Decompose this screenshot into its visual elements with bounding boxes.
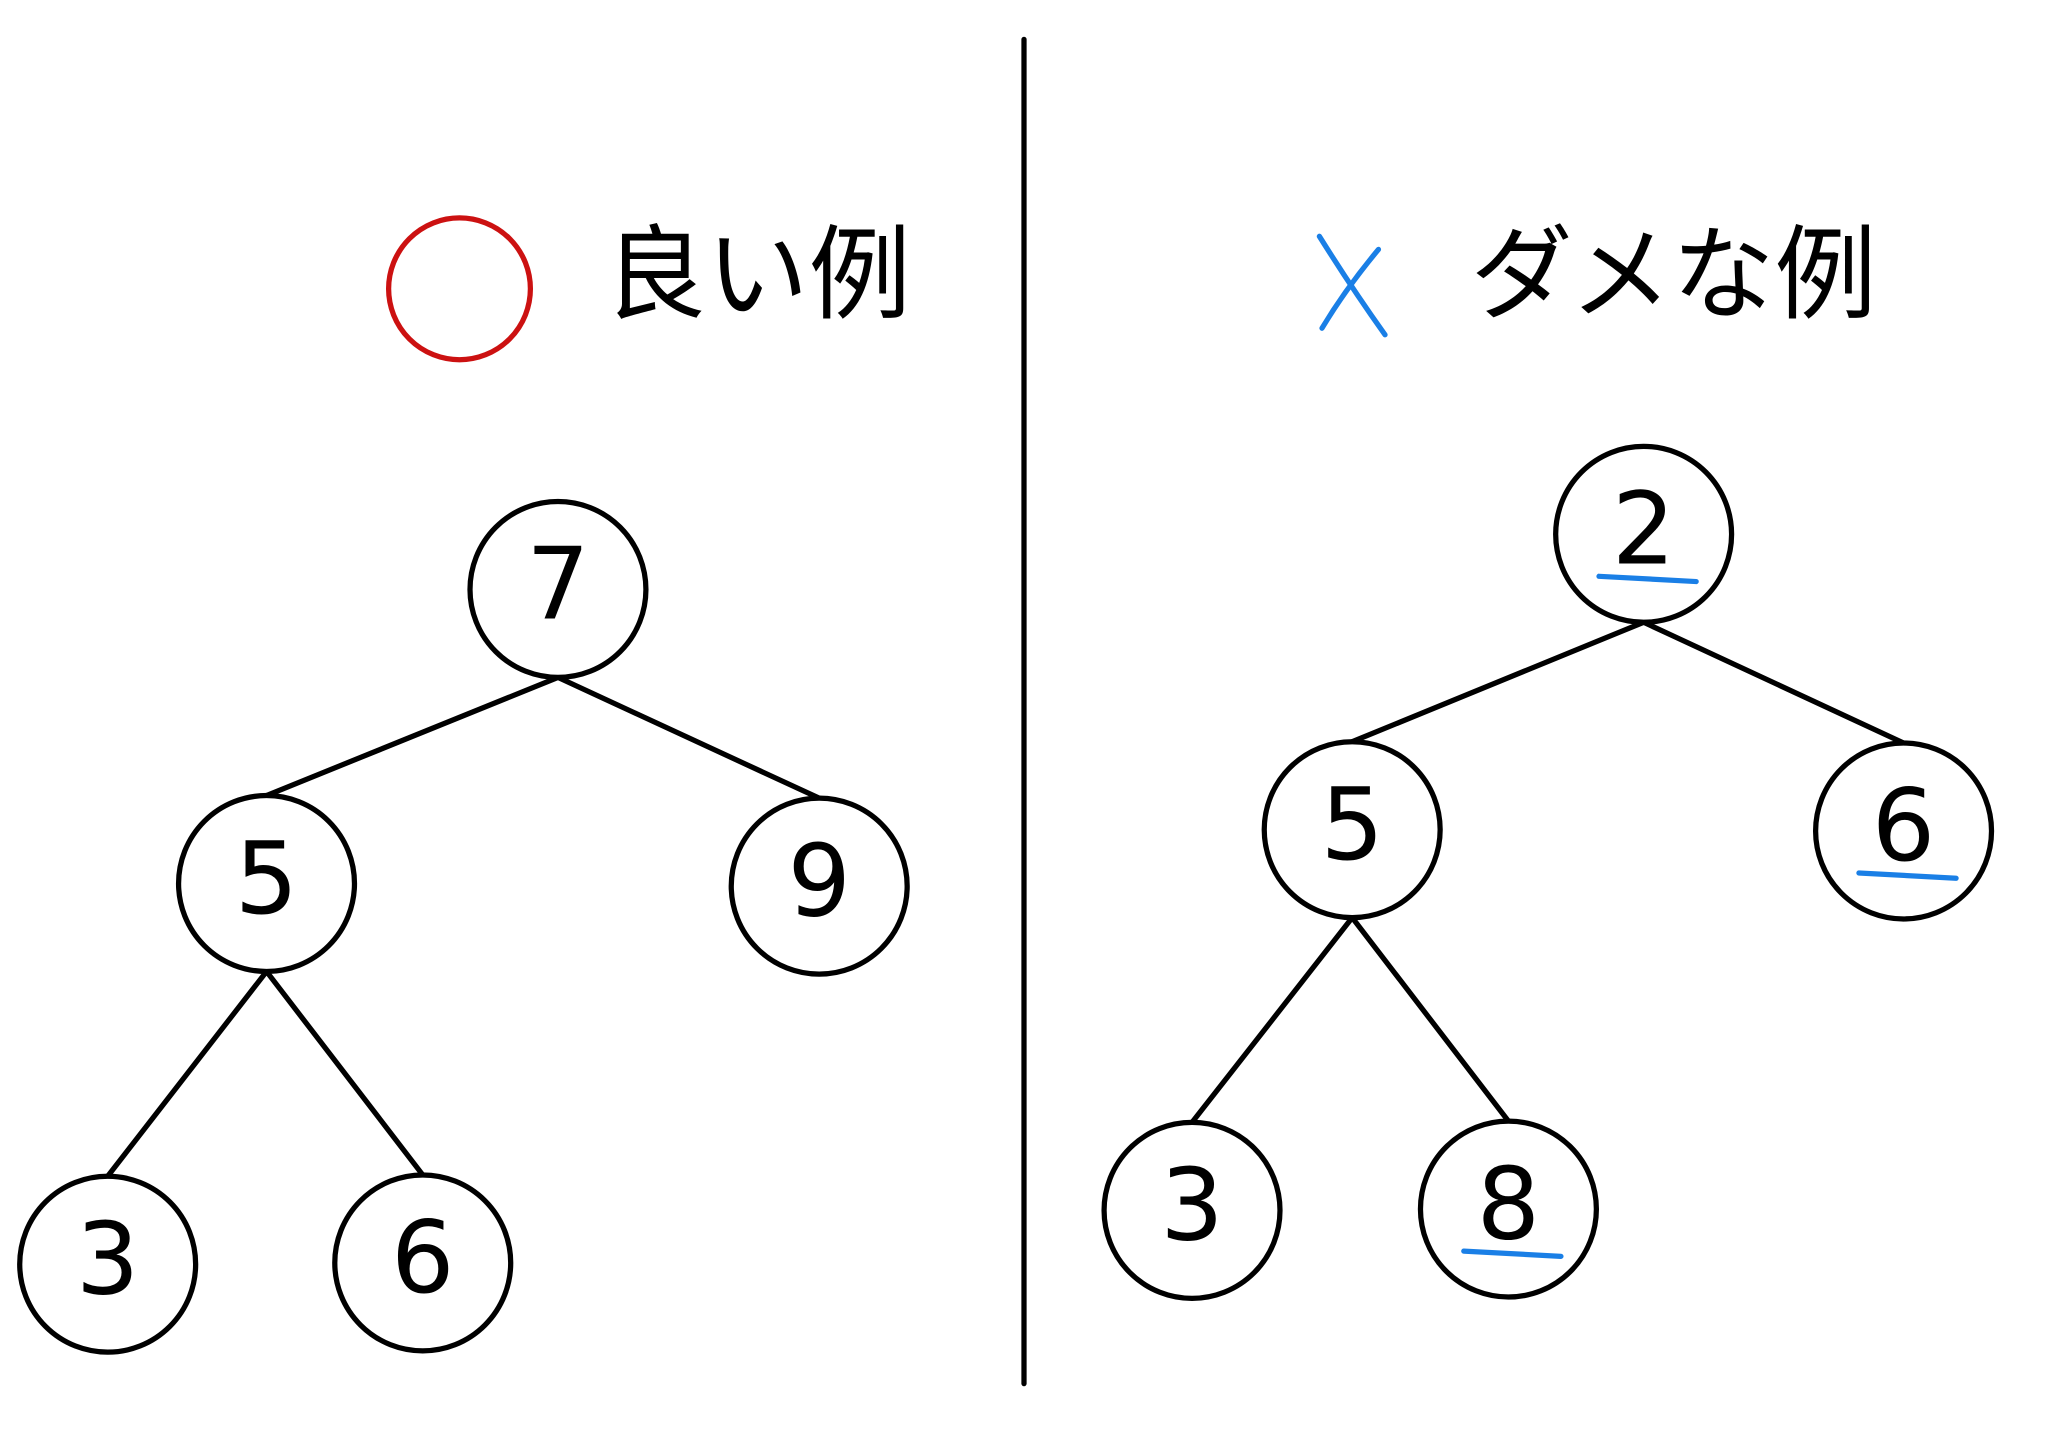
blue-underline (1856, 870, 1959, 881)
node-circle (332, 1172, 514, 1354)
node-circle (467, 498, 649, 681)
right-tree-node-5: 5 (1261, 739, 1443, 921)
right-tree-node-8: 8 (1417, 1118, 1599, 1300)
left-tree-edge (263, 674, 561, 799)
blue-underline (1461, 1248, 1564, 1259)
node-circle (175, 792, 358, 975)
left-tree-node-6: 6 (332, 1172, 514, 1354)
right-tree-edge (1189, 915, 1355, 1126)
node-circle (1261, 739, 1443, 921)
node-value: 2 (1612, 471, 1675, 588)
node-circle (728, 795, 910, 977)
right-tree-edge (1349, 915, 1512, 1124)
node-value: 3 (1160, 1147, 1223, 1264)
left-tree-edge (105, 968, 270, 1179)
left-tree-node-7: 7 (467, 498, 649, 681)
left-tree-edge (555, 674, 822, 801)
right-tree-node-2: 2 (1553, 443, 1735, 625)
node-circle (1101, 1119, 1283, 1301)
node-value: 5 (1320, 766, 1383, 883)
left-tree-node-9: 9 (728, 795, 910, 977)
bad-example-title: ダメな例 (1470, 216, 1876, 335)
left-tree-edge (263, 968, 426, 1178)
good-mark-circle-icon (385, 215, 534, 363)
left-tree-node-5: 5 (175, 792, 358, 975)
node-circle (17, 1173, 199, 1355)
right-tree-edge (1349, 619, 1647, 745)
node-value: 6 (391, 1199, 454, 1316)
node-value: 7 (526, 526, 589, 643)
left-tree-node-3: 3 (17, 1173, 199, 1355)
good-example-title: 良い例 (604, 216, 911, 335)
blue-underline (1596, 573, 1699, 585)
right-tree-node-6: 6 (1812, 740, 1995, 922)
node-value: 3 (76, 1200, 139, 1317)
node-value: 6 (1872, 767, 1935, 884)
bad-mark-cross-icon (1316, 233, 1388, 338)
right-tree-edge (1641, 619, 1907, 746)
right-tree-node-3: 3 (1101, 1119, 1283, 1301)
node-value: 8 (1477, 1145, 1540, 1262)
node-value: 5 (235, 820, 298, 937)
node-value: 9 (787, 822, 850, 939)
